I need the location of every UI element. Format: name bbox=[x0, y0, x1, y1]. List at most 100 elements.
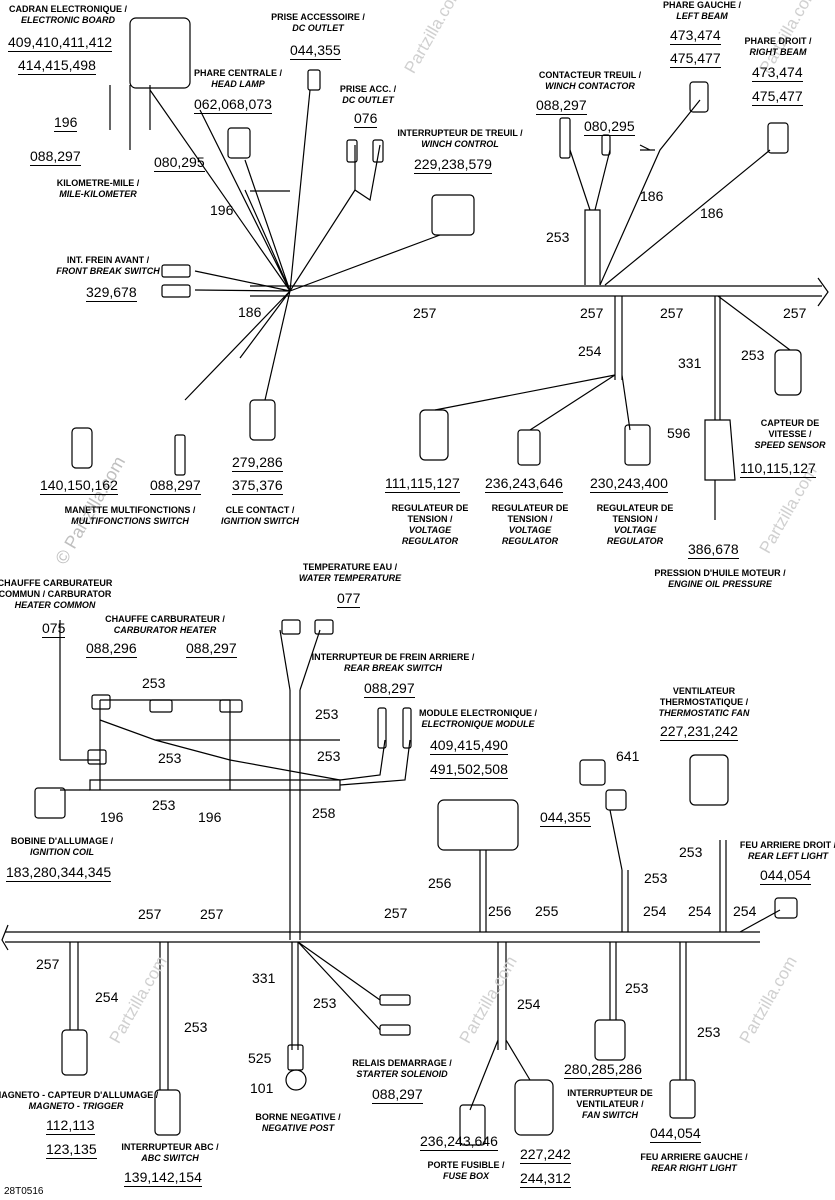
wire-number: 253 bbox=[644, 870, 668, 886]
wire-number: 257 bbox=[413, 305, 437, 321]
wire-number: 253 bbox=[697, 1024, 721, 1040]
part-number: 111,115,127 bbox=[385, 475, 460, 493]
part-number: 409,410,411,412 bbox=[8, 34, 113, 52]
caption-multifunction: MANETTE MULTIFONCTIONS /MULTIFONCTIONS S… bbox=[64, 505, 196, 526]
wire-number: 253 bbox=[142, 675, 166, 691]
part-number: 062,068,073 bbox=[194, 96, 272, 114]
part-number: 140,150,162 bbox=[40, 477, 118, 495]
caption-electronic-board: CADRAN ELECTRONIQUE /ELECTRONIC BOARD bbox=[8, 4, 128, 25]
wire-number: 253 bbox=[315, 706, 339, 722]
part-number: 236,243,646 bbox=[420, 1133, 498, 1151]
part-number: 414,415,498 bbox=[18, 57, 96, 75]
part-number: 123,135 bbox=[46, 1141, 97, 1159]
part-number: 280,285,286 bbox=[564, 1061, 642, 1079]
wire-number: 253 bbox=[152, 797, 176, 813]
wire-number: 253 bbox=[184, 1019, 208, 1035]
part-number: 525 bbox=[248, 1050, 272, 1066]
part-number: 110,115,127 bbox=[740, 460, 816, 478]
wire-number: 258 bbox=[312, 805, 336, 821]
part-number: 076 bbox=[354, 110, 378, 128]
part-number: 227,242 bbox=[520, 1146, 571, 1164]
wire-number: 254 bbox=[578, 343, 602, 359]
part-number: 229,238,579 bbox=[414, 156, 492, 174]
part-number: 088,297 bbox=[372, 1086, 423, 1104]
wire-number: 196 bbox=[210, 202, 234, 218]
caption-rear-left-light: FEU ARRIERE DROIT /REAR LEFT LIGHT bbox=[739, 840, 835, 861]
wire-number: 331 bbox=[252, 970, 276, 986]
wire-number: 257 bbox=[138, 906, 162, 922]
wire-number: 254 bbox=[643, 903, 667, 919]
wire-number: 186 bbox=[238, 304, 262, 320]
part-number: 044,355 bbox=[290, 42, 341, 60]
part-number: 044,054 bbox=[760, 867, 811, 885]
part-number: 080,295 bbox=[584, 118, 635, 136]
caption-winch-contactor: CONTACTEUR TREUIL /WINCH CONTACTOR bbox=[538, 70, 642, 91]
caption-ignition-coil: BOBINE D'ALLUMAGE /IGNITION COIL bbox=[10, 836, 114, 857]
caption-front-brake: INT. FREIN AVANT /FRONT BREAK SWITCH bbox=[56, 255, 160, 276]
wire-number: 253 bbox=[625, 980, 649, 996]
wire-number: 256 bbox=[428, 875, 452, 891]
caption-ignition-switch: CLE CONTACT /IGNITION SWITCH bbox=[221, 505, 299, 526]
part-number: 279,286 bbox=[232, 454, 283, 472]
part-number: 077 bbox=[337, 590, 361, 608]
caption-abc-switch: INTERRUPTEUR ABC /ABC SWITCH bbox=[121, 1142, 219, 1163]
caption-carb-heater: CHAUFFE CARBURATEUR /CARBURATOR HEATER bbox=[105, 614, 225, 635]
part-number: 596 bbox=[667, 425, 691, 441]
wire-number: 186 bbox=[640, 188, 664, 204]
part-number: 088,297 bbox=[30, 148, 81, 166]
part-number: 196 bbox=[54, 114, 78, 132]
part-number: 475,477 bbox=[752, 88, 803, 106]
part-number: 230,243,400 bbox=[590, 475, 668, 493]
part-number: 329,678 bbox=[86, 284, 137, 302]
caption-oil-pressure: PRESSION D'HUILE MOTEUR /ENGINE OIL PRES… bbox=[654, 568, 786, 589]
part-number: 088,296 bbox=[86, 640, 137, 658]
part-number: 473,474 bbox=[752, 64, 803, 82]
part-number: 375,376 bbox=[232, 477, 283, 495]
wire-number: 196 bbox=[198, 809, 222, 825]
part-number: 244,312 bbox=[520, 1170, 571, 1188]
wire-number: 255 bbox=[535, 903, 559, 919]
caption-dc-outlet: PRISE ACCESSOIRE /DC OUTLET bbox=[271, 12, 365, 33]
wire-number: 256 bbox=[488, 903, 512, 919]
part-number: 088,297 bbox=[364, 680, 415, 698]
caption-winch-control: INTERRUPTEUR DE TREUIL /WINCH CONTROL bbox=[397, 128, 523, 149]
wire-number: 254 bbox=[517, 996, 541, 1012]
wire-number: 254 bbox=[95, 989, 119, 1005]
part-number: 491,502,508 bbox=[430, 761, 508, 779]
wire-number: 257 bbox=[200, 906, 224, 922]
part-number: 112,113 bbox=[46, 1117, 95, 1135]
part-number: 641 bbox=[616, 748, 640, 764]
caption-dc-outlet-2: PRISE ACC. /DC OUTLET bbox=[339, 84, 397, 105]
part-number: 139,142,154 bbox=[124, 1169, 202, 1187]
wire-number: 253 bbox=[317, 748, 341, 764]
part-number: 236,243,646 bbox=[485, 475, 563, 493]
caption-water-temp: TEMPERATURE EAU /WATER TEMPERATURE bbox=[298, 562, 402, 583]
part-number: 088,297 bbox=[536, 97, 587, 115]
wire-number: 257 bbox=[384, 905, 408, 921]
wire-number: 257 bbox=[580, 305, 604, 321]
part-number: 227,231,242 bbox=[660, 723, 738, 741]
caption-head-lamp: PHARE CENTRALE /HEAD LAMP bbox=[193, 68, 283, 89]
caption-right-beam: PHARE DROIT /RIGHT BEAM bbox=[744, 36, 812, 57]
part-number: 088,297 bbox=[150, 477, 201, 495]
wire-number: 186 bbox=[700, 205, 724, 221]
caption-magneto: MAGNETO - CAPTEUR D'ALLUMAGE /MAGNETO - … bbox=[0, 1090, 159, 1111]
wire-number: 253 bbox=[679, 844, 703, 860]
part-number: 080,295 bbox=[154, 154, 205, 172]
part-number: 101 bbox=[250, 1080, 274, 1096]
wire-number: 331 bbox=[678, 355, 702, 371]
wire-number: 257 bbox=[36, 956, 60, 972]
part-number: 044,355 bbox=[540, 809, 591, 827]
wire-number: 253 bbox=[741, 347, 765, 363]
wire-number: 253 bbox=[313, 995, 337, 1011]
caption-rear-brake: INTERRUPTEUR DE FREIN ARRIERE /REAR BREA… bbox=[311, 652, 475, 673]
part-number: 473,474 bbox=[670, 27, 721, 45]
caption-kilometer: KILOMETRE-MILE /MILE-KILOMETER bbox=[56, 178, 140, 199]
